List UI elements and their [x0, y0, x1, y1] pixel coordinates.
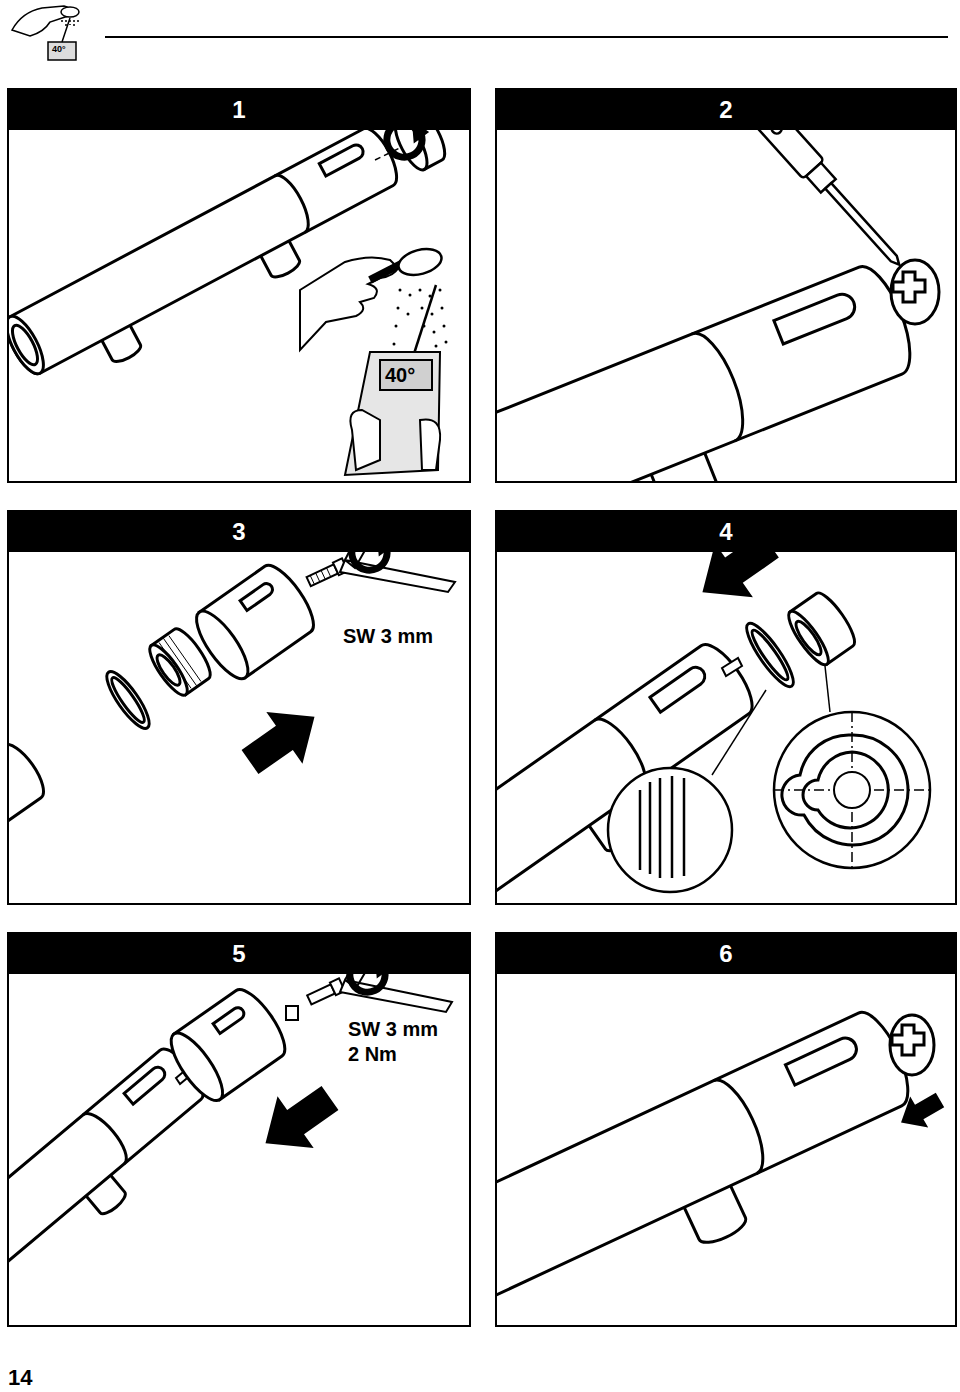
step-panel: 6 — [495, 932, 957, 1327]
panel-1-art — [9, 106, 451, 475]
panel-6-art — [497, 1005, 949, 1325]
display-reading: 40° — [52, 45, 66, 55]
step-panel: 5 — [7, 932, 471, 1327]
step-panel: 1 — [7, 88, 471, 483]
tool-size: SW 3 mm — [343, 625, 433, 647]
step-number: 4 — [497, 512, 955, 552]
step-number: 1 — [9, 90, 469, 130]
panel-3-art — [9, 535, 455, 903]
step-number: 6 — [497, 934, 955, 974]
display-reading: 40° — [385, 364, 415, 386]
torque-value: 2 Nm — [348, 1043, 397, 1065]
header-rule — [105, 36, 948, 38]
tool-size: SW 3 mm — [348, 1018, 438, 1040]
page-number: 14 — [8, 1366, 32, 1390]
panel-5-art — [9, 957, 452, 1325]
step-number: 2 — [497, 90, 955, 130]
step-number: 5 — [9, 934, 469, 974]
step-number: 3 — [9, 512, 469, 552]
panel-2-art — [497, 93, 941, 481]
step-panel: 4 — [495, 510, 957, 905]
step-panel: 3 — [7, 510, 471, 905]
step-panel: 2 — [495, 88, 957, 483]
panel-4-art — [497, 518, 930, 903]
header-icon — [12, 6, 79, 60]
